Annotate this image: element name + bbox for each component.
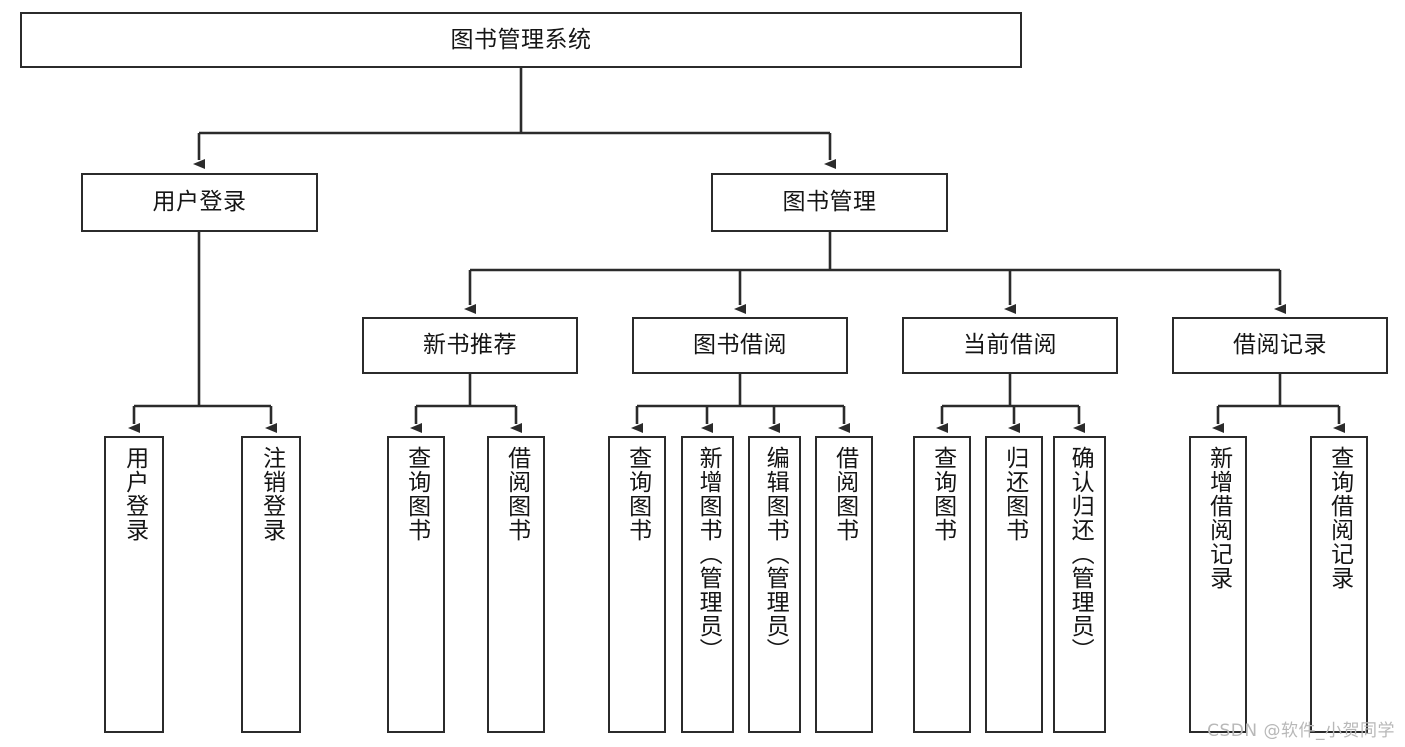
node-leaf-query-book-2[interactable]: 查询图书 xyxy=(608,436,666,733)
node-leaf-edit-book-label: 编辑图书（管理员） xyxy=(762,446,789,662)
node-new-book-recommend-label: 新书推荐 xyxy=(423,332,517,359)
node-leaf-user-login[interactable]: 用户登录 xyxy=(104,436,164,733)
node-user-login[interactable]: 用户登录 xyxy=(81,173,318,232)
node-leaf-edit-book[interactable]: 编辑图书（管理员） xyxy=(748,436,801,733)
node-root-label: 图书管理系统 xyxy=(450,26,592,53)
node-leaf-query-record-label: 查询借阅记录 xyxy=(1326,446,1353,590)
node-book-manage-label: 图书管理 xyxy=(782,189,877,216)
node-leaf-borrow-book-2-label: 借阅图书 xyxy=(831,446,858,542)
node-leaf-confirm-return[interactable]: 确认归还（管理员） xyxy=(1053,436,1106,733)
node-leaf-confirm-return-label: 确认归还（管理员） xyxy=(1067,446,1094,662)
node-leaf-query-book-1-label: 查询图书 xyxy=(403,446,430,542)
node-user-login-label: 用户登录 xyxy=(152,189,247,216)
node-leaf-add-record-label: 新增借阅记录 xyxy=(1205,446,1232,590)
node-book-manage[interactable]: 图书管理 xyxy=(711,173,948,232)
node-leaf-borrow-book-2[interactable]: 借阅图书 xyxy=(815,436,873,733)
node-book-borrow[interactable]: 图书借阅 xyxy=(632,317,848,374)
node-new-book-recommend[interactable]: 新书推荐 xyxy=(362,317,578,374)
node-leaf-add-book-label: 新增图书（管理员） xyxy=(695,446,722,662)
node-leaf-borrow-book-1-label: 借阅图书 xyxy=(503,446,530,542)
node-leaf-query-book-3[interactable]: 查询图书 xyxy=(913,436,971,733)
node-leaf-return-book-label: 归还图书 xyxy=(1001,446,1028,542)
node-leaf-query-book-2-label: 查询图书 xyxy=(624,446,651,542)
node-leaf-query-record[interactable]: 查询借阅记录 xyxy=(1310,436,1368,733)
node-leaf-borrow-book-1[interactable]: 借阅图书 xyxy=(487,436,545,733)
node-leaf-query-book-1[interactable]: 查询图书 xyxy=(387,436,445,733)
node-leaf-add-book[interactable]: 新增图书（管理员） xyxy=(681,436,734,733)
node-current-borrow-label: 当前借阅 xyxy=(963,332,1057,359)
node-leaf-query-book-3-label: 查询图书 xyxy=(929,446,956,542)
node-borrow-record[interactable]: 借阅记录 xyxy=(1172,317,1388,374)
node-leaf-return-book[interactable]: 归还图书 xyxy=(985,436,1043,733)
node-borrow-record-label: 借阅记录 xyxy=(1233,332,1327,359)
node-leaf-logout[interactable]: 注销登录 xyxy=(241,436,301,733)
node-root[interactable]: 图书管理系统 xyxy=(20,12,1022,68)
node-leaf-add-record[interactable]: 新增借阅记录 xyxy=(1189,436,1247,733)
node-leaf-user-login-label: 用户登录 xyxy=(121,446,148,542)
node-current-borrow[interactable]: 当前借阅 xyxy=(902,317,1118,374)
node-book-borrow-label: 图书借阅 xyxy=(693,332,787,359)
node-leaf-logout-label: 注销登录 xyxy=(258,446,285,542)
